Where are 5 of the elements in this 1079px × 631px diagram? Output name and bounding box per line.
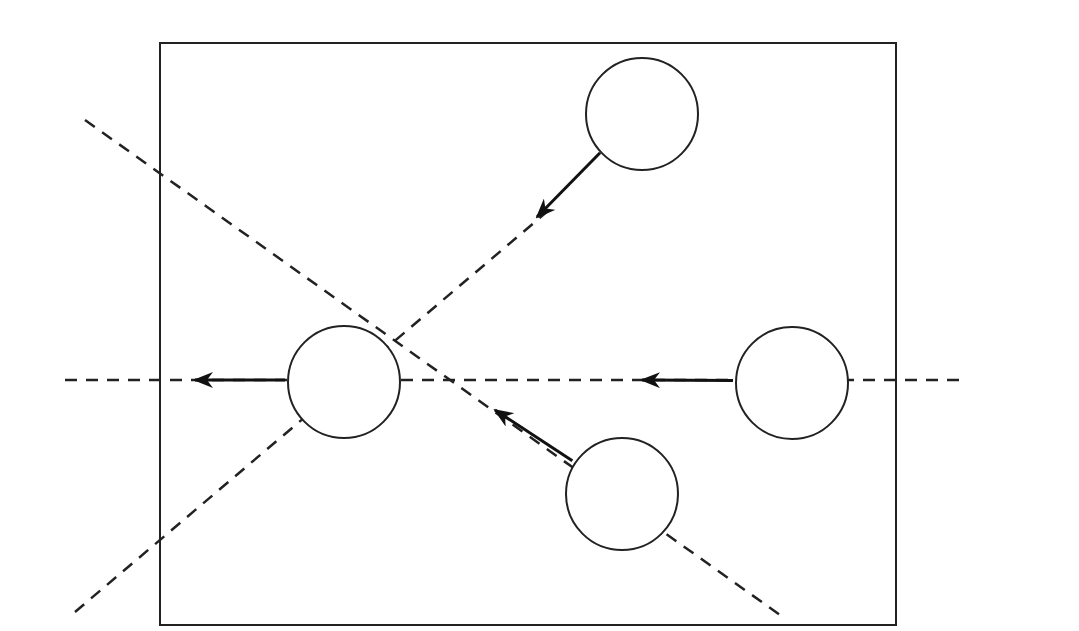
arrow xyxy=(535,151,602,219)
arrow xyxy=(493,408,574,462)
frame-box xyxy=(159,42,897,626)
arrow xyxy=(193,372,285,388)
arrow xyxy=(640,372,733,389)
